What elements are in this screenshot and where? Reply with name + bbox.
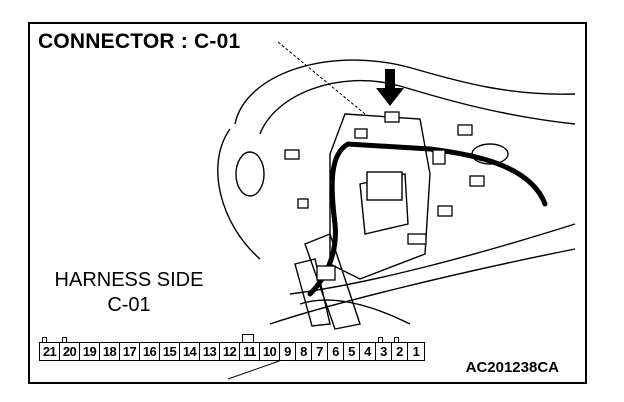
connector-pin-21: 21 [40,337,60,360]
connector-pin-11: 11 [240,334,260,360]
connector-small [437,205,453,217]
leader-line-top [277,41,366,115]
connector-pin-10: 10 [260,343,280,360]
lower-column-2 [294,258,331,327]
connector-pin-19: 19 [80,343,100,360]
connector-pin-3: 3 [376,337,392,360]
connector-pin-2: 2 [392,337,408,360]
wire-harness [307,141,548,297]
vent-left [235,151,265,197]
connector-pin-18: 18 [100,343,120,360]
dash-outline-inner [259,79,576,135]
connector-pin-12: 12 [220,343,240,360]
connector-pin-15: 15 [160,343,180,360]
column-block [366,171,403,201]
connector-small [457,124,473,136]
dash-outline-top [234,59,576,125]
connector-small [432,149,446,165]
connector-pin-8: 8 [296,343,312,360]
column-outline [329,113,431,280]
figure-code: AC201238CA [465,359,559,376]
connector-small [469,175,485,187]
connector-pin-13: 13 [200,343,220,360]
dashboard-illustration [217,41,576,380]
dash-outline-left [217,128,261,260]
connector-small [407,233,427,245]
harness-side-label: HARNESS SIDE C-01 [44,268,214,318]
connector-title: CONNECTOR : C-01 [38,30,241,53]
connector-pin-14: 14 [180,343,200,360]
connector-pin-1: 1 [412,344,420,359]
bracket [299,299,411,325]
connector-pin-4: 4 [360,343,376,360]
connector-small [354,128,368,139]
connector-small [284,149,300,160]
dash-lower-edge [269,248,576,325]
arrow-down-icon [376,69,404,106]
connector-pin-16: 16 [140,343,160,360]
connector-pin-17: 17 [120,343,140,360]
connector-small [384,111,400,123]
connector-pin-20: 20 [60,337,80,360]
connector-pin-9: 9 [280,343,296,360]
harness-connector-id: C-01 [107,294,151,316]
connector-c01 [316,265,336,281]
harness-side-text: HARNESS SIDE [54,269,204,291]
connector-pin-5: 5 [344,343,360,360]
connector-pin-7: 7 [312,343,328,360]
connector-small [297,198,309,209]
connector-pin-6: 6 [328,343,344,360]
leader-line-bottom [227,359,283,380]
